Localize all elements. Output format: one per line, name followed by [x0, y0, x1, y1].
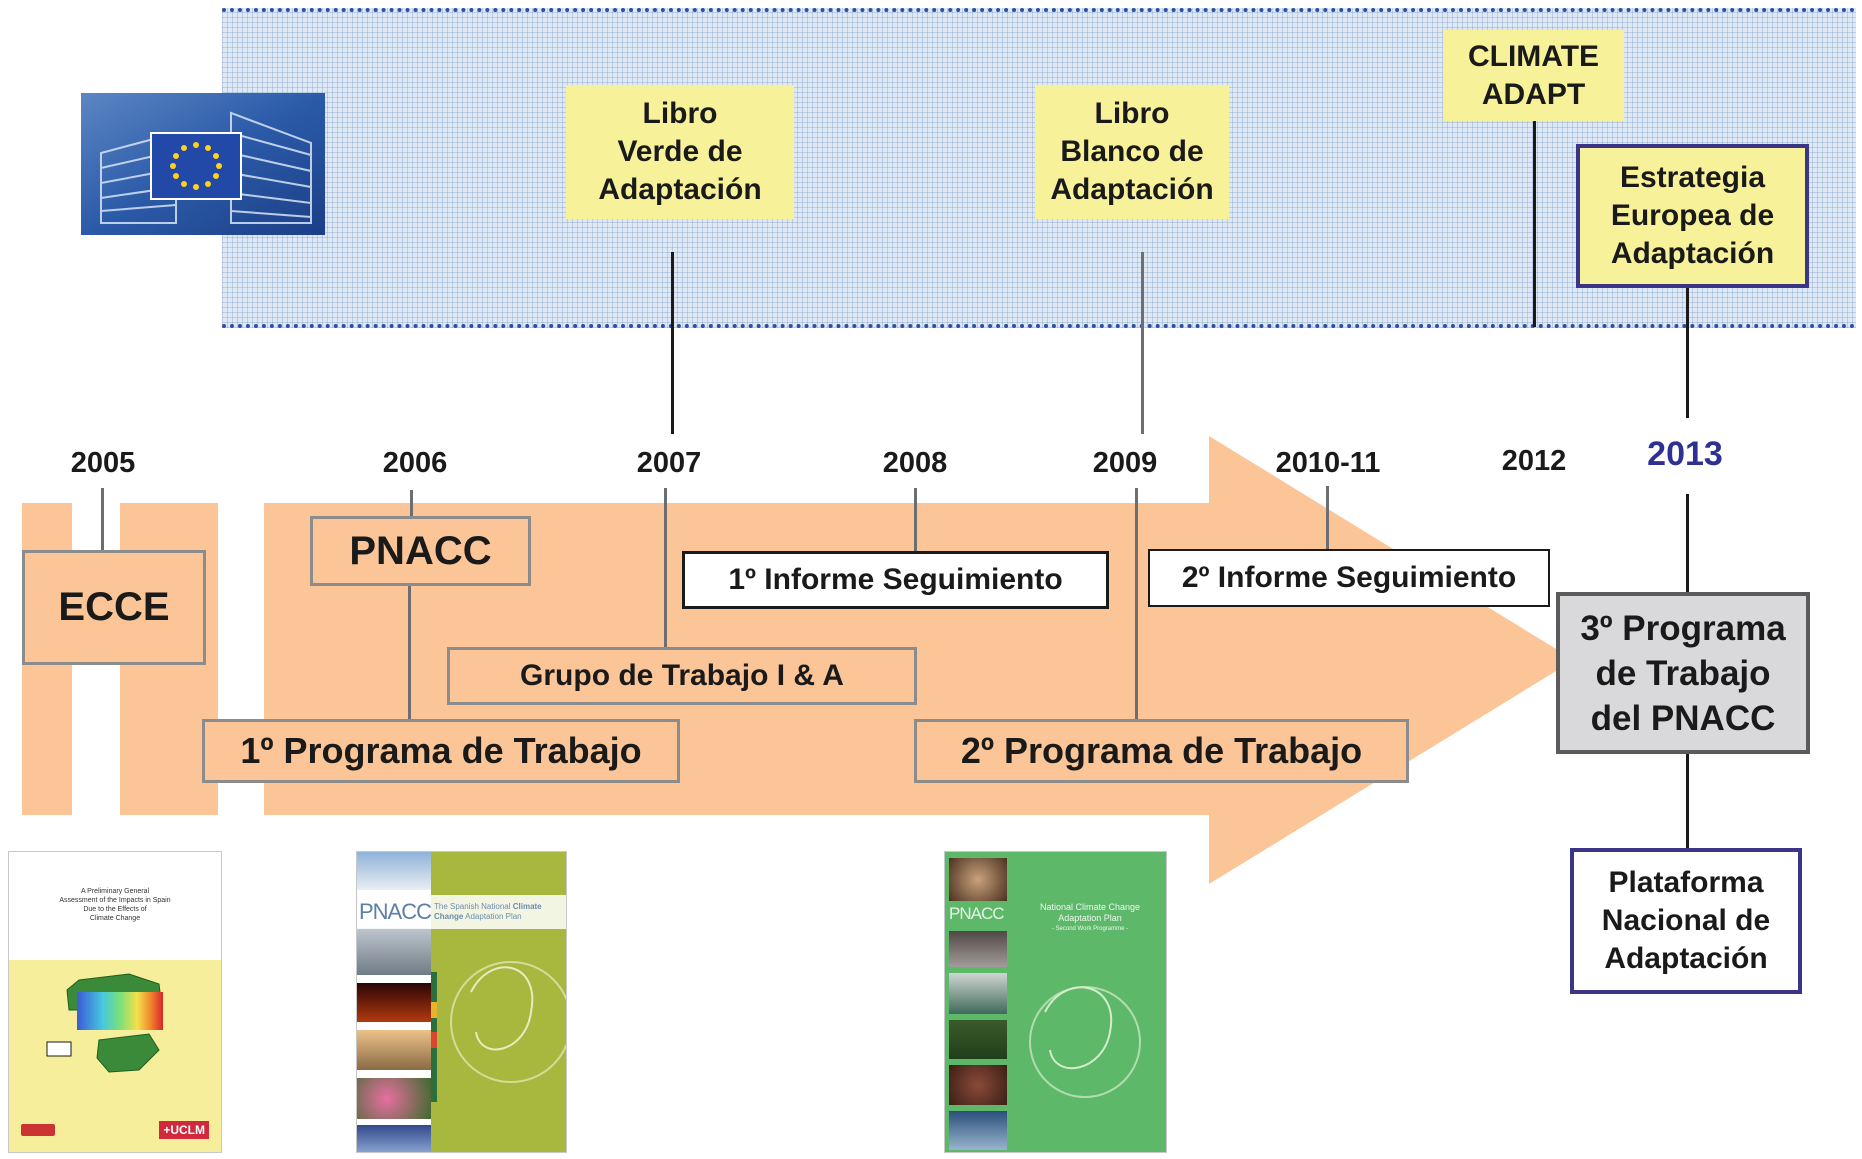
informe1-connector	[914, 488, 917, 552]
uclm-logo: +UCLM	[159, 1121, 209, 1139]
programa3-line2: de Trabajo	[1595, 653, 1771, 693]
programa1-box: 1º Programa de Trabajo	[202, 719, 680, 783]
estrategia-line3: Adaptación	[1610, 237, 1775, 270]
pnacc-cover-subtitle-bold2: Change	[434, 912, 464, 921]
libro-blanco-connector	[1141, 252, 1144, 434]
year-2013: 2013	[1647, 435, 1723, 473]
spain-heatmap-icon	[46, 973, 163, 1073]
pnacc-cover-subtitle-rest: Adaptation Plan	[463, 912, 522, 921]
estrategia-line1: Estrategia	[1619, 161, 1766, 194]
pnacc-plan-cover: PNACC The Spanish National Climate Chang…	[356, 851, 567, 1153]
ecce-cover-footer: +UCLM	[9, 1118, 221, 1142]
pnacc-cover-swirl-icon	[431, 961, 566, 1102]
informe1-box: 1º Informe Seguimiento	[682, 551, 1109, 609]
ecce-cover-title-line1: A Preliminary General	[80, 888, 150, 895]
plataforma-connector	[1686, 752, 1689, 848]
pnacc2-cover-title-line2: Adaptation Plan	[1058, 913, 1122, 923]
ecce-cover-title-line4: Climate Change	[89, 915, 141, 922]
ecce-cover-title: A Preliminary General Assessment of the …	[9, 852, 221, 960]
photo-tile-coast	[949, 972, 1007, 1014]
climate-adapt-line1: CLIMATE	[1467, 39, 1600, 73]
photo-tile-solar	[357, 1125, 431, 1152]
pnacc-to-programa1-connector	[408, 585, 411, 720]
ecce-cover-title-line3: Due to the Effects of	[83, 906, 147, 913]
eu-commission-logo	[81, 93, 325, 235]
informe2-box: 2º Informe Seguimiento	[1148, 549, 1550, 607]
libro-blanco-box: Libro Blanco de Adaptación	[1035, 85, 1229, 219]
plataforma-box: Plataforma Nacional de Adaptación	[1570, 848, 1802, 994]
libro-blanco-line3: Adaptación	[1050, 173, 1214, 206]
estrategia-line2: Europea de	[1610, 199, 1775, 232]
grupo-box: Grupo de Trabajo I & A	[447, 647, 917, 705]
estrategia-europea-box: Estrategia Europea de Adaptación	[1576, 144, 1809, 288]
pnacc2-cover-subtitle: - Second Work Programme -	[1051, 926, 1129, 932]
libro-verde-line3: Adaptación	[598, 173, 762, 206]
climate-adapt-connector	[1533, 121, 1536, 327]
pnacc-second-programme-cover: PNACC National Climate Change Adaptation…	[944, 851, 1167, 1153]
year-2010-11: 2010-11	[1275, 447, 1381, 479]
year-2005: 2005	[70, 447, 136, 479]
photo-tile-flowers	[357, 1077, 431, 1120]
photo-tile-snow	[357, 852, 431, 891]
photo-tile-animal	[949, 858, 1007, 902]
photo-tile-landscape	[949, 931, 1007, 967]
plataforma-line1: Plataforma	[1608, 866, 1764, 899]
programa3-box: 3º Programa de Trabajo del PNACC	[1556, 592, 1810, 754]
pnacc2-cover-title: National Climate Change Adaptation Plan …	[1015, 902, 1165, 935]
pnacc2-cover-title-line1: National Climate Change	[1039, 902, 1141, 912]
programa3-line1: 3º Programa	[1580, 608, 1786, 648]
libro-verde-line1: Libro	[642, 97, 718, 130]
plataforma-line2: Nacional de	[1601, 904, 1771, 937]
year-2012: 2012	[1501, 445, 1567, 477]
climate-adapt-line2: ADAPT	[1481, 77, 1586, 111]
libro-blanco-line2: Blanco de	[1060, 135, 1204, 168]
ecce-box: ECCE	[22, 550, 206, 665]
pnacc2-cover-swirl-icon	[1029, 986, 1141, 1098]
pnacc-cover-photo-strip	[357, 852, 431, 1152]
photo-tile-rock	[357, 927, 431, 976]
spain-gov-logo	[21, 1124, 55, 1136]
climate-adapt-box: CLIMATE ADAPT	[1443, 30, 1624, 121]
pnacc-connector-top	[410, 490, 413, 516]
estrategia-connector-upper	[1686, 288, 1689, 418]
pnacc-cover-subtitle: The Spanish National Climate Change Adap…	[434, 902, 542, 922]
photo-tile-water	[949, 1110, 1007, 1151]
libro-verde-connector	[671, 252, 674, 434]
year-2006: 2006	[382, 447, 448, 479]
estrategia-connector-lower	[1686, 494, 1689, 592]
pnacc2-cover-photo-strip	[949, 858, 1007, 1151]
year-2008: 2008	[882, 447, 948, 479]
photo-tile-city	[357, 1029, 431, 1070]
photo-tile-fire	[357, 983, 431, 1022]
libro-verde-line2: Verde de	[617, 135, 743, 168]
programa3-line3: del PNACC	[1590, 698, 1776, 738]
pnacc-box: PNACC	[310, 516, 531, 586]
year-2009: 2009	[1092, 447, 1158, 479]
pnacc-cover-subtitle-bold1: Climate	[512, 902, 542, 911]
photo-tile-rocks	[949, 1065, 1007, 1105]
libro-blanco-line1: Libro	[1094, 97, 1170, 130]
programa2-connector	[1135, 488, 1138, 720]
grupo-connector	[664, 488, 667, 648]
ecce-cover-title-line2: Assessment of the Impacts in Spain	[59, 897, 171, 904]
pnacc2-cover-brand: PNACC	[949, 904, 1005, 923]
pnacc-cover-title: PNACC The Spanish National Climate Chang…	[357, 895, 566, 929]
year-2007: 2007	[636, 447, 702, 479]
photo-tile-forest	[949, 1019, 1007, 1060]
ecce-report-cover: A Preliminary General Assessment of the …	[8, 851, 222, 1153]
informe2-connector	[1326, 486, 1329, 550]
plataforma-line3: Adaptación	[1604, 942, 1768, 975]
pnacc-cover-subtitle-plain: The Spanish National	[434, 902, 513, 911]
pnacc-cover-brand: PNACC	[359, 899, 432, 924]
programa2-box: 2º Programa de Trabajo	[914, 719, 1409, 783]
ecce-connector	[101, 488, 104, 551]
libro-verde-box: Libro Verde de Adaptación	[566, 85, 794, 219]
